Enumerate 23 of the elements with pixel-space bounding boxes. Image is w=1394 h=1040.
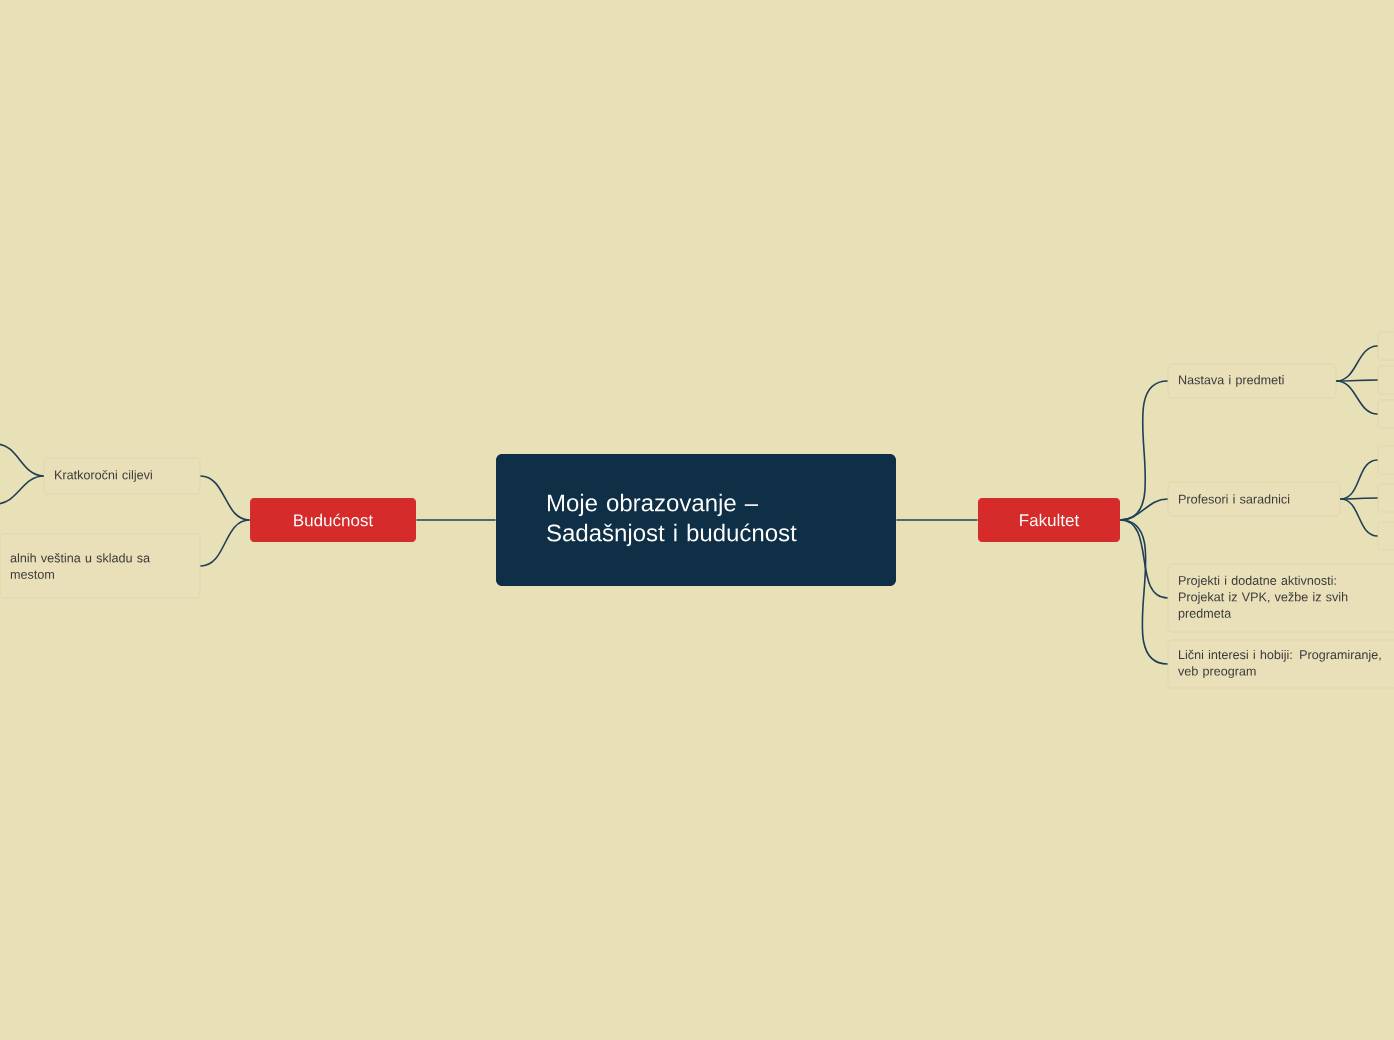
- connector-line: [199, 519, 251, 567]
- subtopic-box: [1377, 483, 1394, 513]
- central-topic-box: Moje obrazovanje – Sadašnjost i budućnost: [496, 454, 896, 586]
- connector-line: [415, 519, 497, 521]
- subtopic-box: [1377, 445, 1394, 475]
- subtopic-box: [1377, 365, 1394, 395]
- subtopic-box: [1377, 399, 1394, 429]
- connector-line: [0, 443, 45, 477]
- connector-line: [199, 475, 251, 521]
- connector-line: [1335, 379, 1379, 382]
- subtopic-box: [1377, 331, 1394, 361]
- connector-line: [1339, 497, 1379, 500]
- main-topic-box: Budućnost: [250, 498, 416, 542]
- connector-line: [1339, 498, 1379, 537]
- connector-line: [1119, 519, 1169, 665]
- subtopic-box: [1377, 521, 1394, 551]
- connector-line: [0, 475, 45, 505]
- main-topic-box: Fakultet: [978, 498, 1120, 542]
- connector-line: [1335, 345, 1379, 382]
- connector-line: [1335, 380, 1379, 415]
- connector-line: [895, 519, 979, 521]
- connector-line: [1119, 498, 1169, 521]
- connector-line: [1339, 459, 1379, 500]
